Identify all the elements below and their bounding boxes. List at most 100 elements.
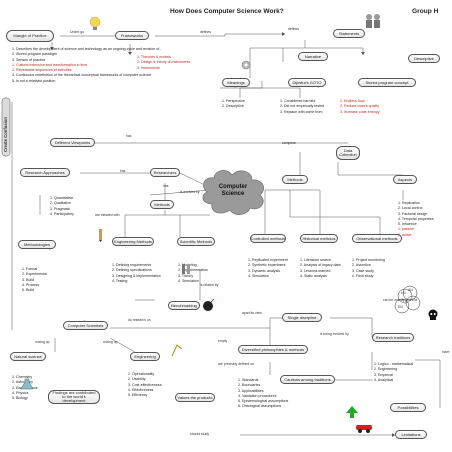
- list-item: 2. Design & theory of instruments: [137, 60, 191, 65]
- list-item: 1. Defining requirements: [112, 263, 152, 267]
- list-item: 3. Instruments: [137, 65, 160, 70]
- list-item: 3. Theory: [178, 273, 194, 278]
- list-item: 3. Build: [22, 277, 34, 282]
- list-item: 3. Replace with come from: [280, 109, 323, 114]
- node-natural-science: Natural science: [10, 352, 46, 361]
- cloud-shape: [202, 170, 264, 215]
- label-has-3: has: [163, 184, 169, 188]
- node-researchers: Researchers: [150, 168, 180, 177]
- crane-icon: [171, 344, 183, 357]
- list-item: 3. Senses of practice: [12, 57, 46, 62]
- list-item: 1. Formal: [22, 267, 38, 271]
- node-historical-methods: Historical methods: [300, 234, 338, 243]
- list-item: 1. Logico - mathematical: [374, 362, 414, 366]
- arrow-up-icon: [346, 406, 358, 418]
- label-defines-2: defines: [288, 27, 299, 31]
- node-dijkstras-goto: Dijkstra's GOTO: [288, 78, 326, 87]
- flask-icon: [20, 378, 34, 390]
- node-aspects: Aspects: [393, 175, 417, 184]
- label-comprise: comprise: [282, 141, 296, 145]
- center-node: Computer Science: [210, 184, 256, 197]
- list-item: 4. Static analysis: [300, 273, 327, 278]
- label-is-related-by: is related by: [200, 283, 219, 287]
- list-item: 4. Simulation: [248, 273, 269, 278]
- node-descriptive: Descriptive: [408, 54, 440, 63]
- list-item: 3. Case study: [352, 268, 374, 273]
- list-item: 4. Continuous redefinition of the theore…: [12, 73, 152, 78]
- node-scientific-methods: Scientific Methods: [177, 237, 215, 246]
- list-item: 4. Simulation: [178, 278, 199, 283]
- node-different-viewpoints: Different Viewpoints: [50, 138, 95, 147]
- label-mixing-up-2: mixing up: [103, 340, 118, 344]
- bomb-icon: [203, 298, 215, 311]
- node-methods-mid: Methods: [150, 200, 174, 209]
- node-stored-program-concept: Stored program concept: [358, 78, 416, 87]
- list-item: 3. Empirical: [374, 372, 393, 377]
- skull-icon: [428, 309, 438, 320]
- list-item: 2. Astronomy: [12, 380, 33, 385]
- group-label: Group H: [412, 8, 439, 15]
- lightbulb-icon: [89, 16, 101, 30]
- list-item: 3. Factorial design: [398, 211, 428, 216]
- node-research-traditions: Research traditions: [372, 333, 414, 342]
- node-research-approaches: Research Approaches: [20, 168, 70, 177]
- list-item: 1. Chemistry: [12, 375, 33, 379]
- list-item: 5. Epistemological assumptions: [238, 399, 289, 404]
- list-item: 2. Synthetic experiment: [248, 263, 286, 268]
- node-frameworks: Frameworks: [115, 31, 149, 40]
- node-mangle-of-practice: Mangle of Practice: [6, 30, 54, 42]
- node-engineering-methods: Engineering Methods: [112, 237, 154, 246]
- list-item: 2. Local control: [398, 206, 423, 211]
- list-item: 6. Ontological assumptions: [238, 404, 282, 409]
- label-are-initiated-with: are initiated with: [95, 213, 120, 217]
- list-item: 1. Theories & models: [137, 55, 171, 59]
- list-item: 1. Endless loop: [340, 99, 365, 103]
- list-item: 2. Qualitative: [50, 201, 71, 206]
- list-item: 2. Engineering: [374, 367, 398, 372]
- list-item: 4. Analytical: [374, 377, 394, 382]
- list-item: 3. Pragmatic: [50, 206, 71, 211]
- list-item: 5. Is not a relativist position: [12, 78, 56, 83]
- pencil-icon: [99, 229, 102, 242]
- list-item: 5. Efficiency: [128, 393, 148, 398]
- list-item: 1. Perspective: [222, 99, 245, 103]
- list-item: 2. Experimentation: [178, 268, 208, 273]
- list-item: 4. Physics: [12, 390, 29, 395]
- list-item: 4. Testing: [112, 278, 128, 283]
- label-under-go: Under-go: [70, 30, 85, 34]
- node-controlled-methods: Controlled methods: [250, 234, 286, 243]
- label-should-study: should study: [190, 432, 210, 436]
- node-engineering: Engineering: [130, 352, 160, 361]
- list-item: 3. Designing & implementation: [112, 273, 161, 278]
- create-confusion-label: Create Confusion: [3, 117, 8, 152]
- node-methodologies: Methodologies: [18, 240, 56, 249]
- label-defines-1: defines: [200, 30, 211, 34]
- list-item: 1. Considered harmful: [280, 99, 316, 103]
- list-item: 1. Quantitative: [50, 196, 74, 200]
- node-methods-top: Methods: [282, 175, 308, 184]
- list-item: 5. Build: [22, 288, 34, 293]
- list-item: 1. Replication: [398, 201, 420, 205]
- list-item: 2. Reduce code's quality: [340, 104, 380, 109]
- node-findings: Findings are contributed to the world's …: [48, 390, 100, 404]
- list-item: 4. Process: [22, 282, 39, 287]
- list-item: 1. Literature search: [300, 258, 331, 262]
- node-computer-scientists: Computer Scientists: [63, 321, 108, 330]
- node-possibilities: Possibilities: [390, 403, 426, 412]
- list-practice: 1. Describes the development of science …: [12, 47, 162, 84]
- list-item: 5. Biology: [12, 396, 28, 401]
- gear-icon: [241, 60, 251, 70]
- node-observational-methods: Observational methods: [352, 234, 402, 243]
- list-item: 2. active: [398, 232, 412, 237]
- center-line1: Computer: [218, 184, 248, 190]
